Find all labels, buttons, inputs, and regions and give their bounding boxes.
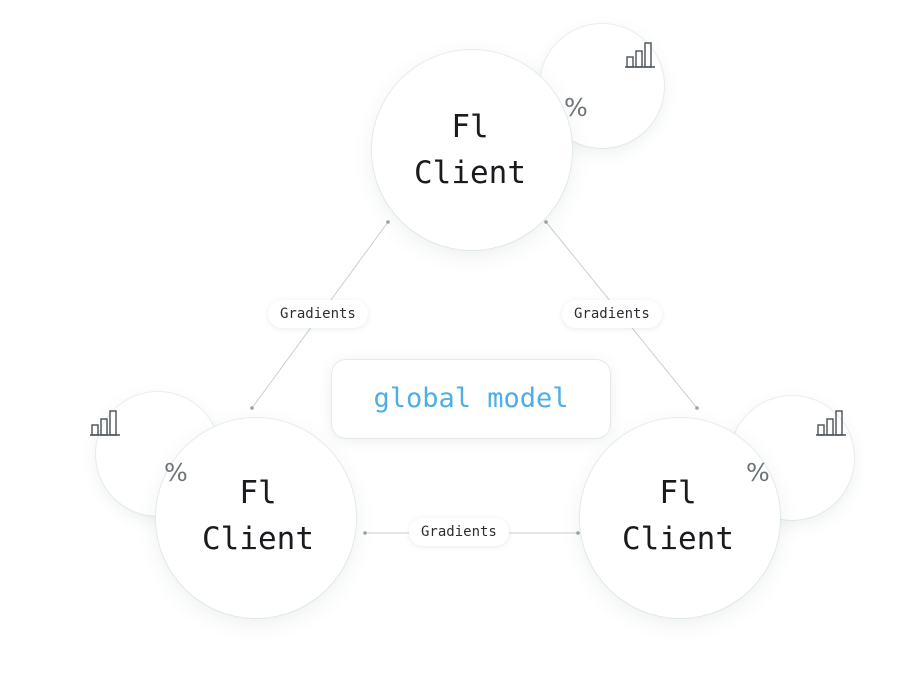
percent-icon: % xyxy=(564,93,588,122)
client-right-label-line1: Fl xyxy=(659,475,697,511)
link-end-dot xyxy=(544,220,548,224)
client-right-label-line2: Client xyxy=(622,521,734,557)
client-right-node xyxy=(580,418,780,618)
link-end-dot xyxy=(576,531,580,535)
client-left-label-line1: Fl xyxy=(239,475,277,511)
client-top-label: Fl Client xyxy=(372,104,568,196)
client-left-label-line2: Client xyxy=(202,521,314,557)
gradients-label-top-left: Gradients xyxy=(268,300,368,328)
link-end-dot xyxy=(363,531,367,535)
bar-chart-icon xyxy=(90,410,120,436)
gradients-label-bottom: Gradients xyxy=(409,518,509,546)
client-left-label: Fl Client xyxy=(160,470,356,562)
client-top-node xyxy=(372,50,572,250)
global-model-box: global model xyxy=(332,360,610,438)
link-end-dot xyxy=(250,406,254,410)
link-end-dot xyxy=(386,220,390,224)
bar-chart-icon xyxy=(625,42,655,68)
client-left-node xyxy=(156,418,356,618)
percent-icon: % xyxy=(746,458,770,487)
link-end-dot xyxy=(695,406,699,410)
client-top-label-line1: Fl xyxy=(451,109,489,145)
percent-icon: % xyxy=(164,458,188,487)
client-top-label-line2: Client xyxy=(414,155,526,191)
bar-chart-icon xyxy=(816,410,846,436)
gradients-label-top-right: Gradients xyxy=(562,300,662,328)
client-right-label: Fl Client xyxy=(580,470,776,562)
